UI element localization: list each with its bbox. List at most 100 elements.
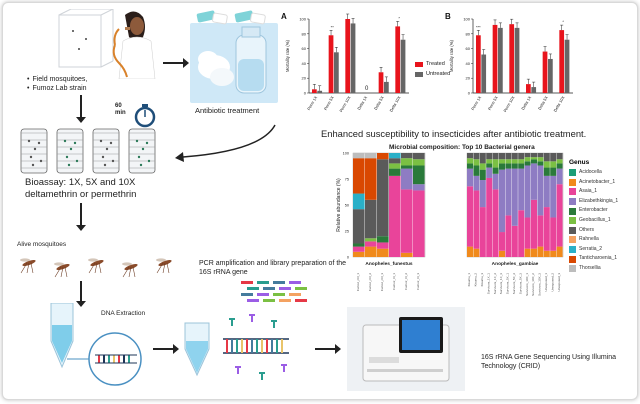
mosquito-dot [105, 147, 109, 151]
bioassay-tube [20, 128, 48, 174]
stack-segment [401, 165, 413, 169]
stack-segment [467, 168, 473, 187]
bar [492, 24, 498, 94]
stack-segment [473, 165, 480, 176]
stack-segment [543, 175, 550, 208]
stack-segment [377, 236, 389, 243]
stack-segment [377, 159, 389, 237]
stack-segment [550, 217, 557, 251]
library-fragment [247, 299, 259, 302]
legend-label: Asaia_1 [579, 188, 598, 195]
mosquito-leg [162, 262, 166, 274]
arrow-down-icon [76, 95, 86, 123]
mosquito-dot [33, 147, 37, 151]
mosquito-leg [156, 262, 164, 274]
collector-woman-icon [58, 8, 156, 80]
stack-segment [492, 167, 499, 174]
legend-swatch [569, 217, 576, 225]
genus-legend-item: Enterobacter [569, 206, 618, 216]
mosquito-dot [103, 163, 107, 167]
mosquito-wing [156, 258, 166, 262]
stack-segment [505, 153, 512, 160]
mosquito-leg [26, 262, 30, 274]
group-label: Anopheles_funestus [365, 261, 413, 267]
stack-segment [531, 153, 537, 158]
mosquito-dot [39, 159, 43, 163]
mosquito-dot [65, 155, 69, 159]
stack-segment [353, 193, 365, 210]
stack-segment [537, 153, 544, 158]
vial-icon [198, 26, 267, 94]
sample-label: Kisumu_2 [474, 273, 478, 287]
y-tick-label: 20 [302, 76, 307, 81]
stack-segment [353, 153, 365, 159]
bar [514, 27, 520, 94]
mosquito-dot [141, 147, 145, 151]
mosquito-dot [31, 163, 35, 167]
primer-icon [249, 314, 255, 322]
stack-segment [531, 199, 537, 249]
stack-segment [353, 246, 365, 252]
genus-legend-title: Genus [569, 159, 590, 166]
y-tick-label: 80 [302, 31, 307, 36]
y-axis-label: Mortality rate (%) [449, 39, 454, 71]
library-fragment [295, 287, 307, 290]
arrow-right-icon [163, 58, 189, 68]
library-fragment [241, 293, 253, 296]
y-tick-label: 50 [345, 204, 349, 208]
bioassay-tube [56, 128, 84, 174]
stack-segment [556, 153, 563, 160]
legend-label: Acinetobacter_1 [579, 178, 616, 185]
stack-segment [492, 173, 499, 190]
microbial-composition-chart: Relative abundance (%)0255075100Fumoz_ct… [336, 152, 564, 296]
bar [400, 39, 406, 93]
legend-label: Elizabethkingia_1 [579, 197, 619, 204]
mosquito-dot [73, 141, 77, 145]
stack-segment [486, 159, 493, 164]
sample-label: Fumoz_ctrl_3 [380, 273, 384, 292]
mosquito-dot [135, 139, 139, 143]
stack-segment [353, 243, 365, 247]
group-label: Anopheles_gambiae [492, 261, 539, 267]
x-tick-label: Perm 5X [487, 95, 499, 111]
mosquito-dot [75, 159, 79, 163]
x-tick-label: Delta 5X [373, 95, 385, 111]
primer-icon [235, 366, 241, 374]
stack-segment [537, 157, 544, 162]
stack-segment [543, 207, 550, 251]
stack-segment [537, 215, 544, 247]
mosquito-dot [139, 163, 143, 167]
genus-legend-item: Asaia_1 [569, 187, 618, 197]
stack-segment [389, 158, 401, 164]
library-fragment [257, 281, 269, 284]
stack-segment [467, 153, 473, 159]
stack-segment [377, 153, 389, 160]
sample-label: Fumoz_trt_3 [416, 273, 420, 290]
y-tick-label: 60 [466, 46, 471, 51]
stack-segment [511, 163, 518, 169]
sample-label: Unexposed_3 [557, 273, 561, 292]
y-axis-label: Relative abundance (%) [336, 178, 342, 232]
zero-label: 0 [365, 86, 369, 92]
stack-segment [524, 165, 531, 218]
mosquito-dot [69, 147, 73, 151]
y-tick-label: 100 [343, 152, 349, 156]
y-tick-label: 0 [304, 91, 307, 96]
mosquito-wing [54, 262, 64, 266]
mosquito-icon [20, 258, 172, 278]
mosquito-leg [98, 262, 102, 274]
figure-frame: { "labels": { "sources": ["Field mosquit… [2, 2, 638, 400]
genus-legend-item: Acidocella [569, 168, 618, 178]
mosquito-wing [122, 262, 132, 266]
genus-legend-item: Others [569, 226, 618, 236]
stack-segment [505, 168, 512, 216]
stack-segment [365, 238, 377, 242]
stack-segment [413, 153, 425, 160]
mosquito-leg [20, 262, 28, 274]
bar [498, 27, 503, 94]
source-item: Field mosquitoes, [27, 75, 87, 84]
mosquito-dot [101, 155, 105, 159]
stack-segment [543, 167, 550, 176]
stack-segment [511, 168, 518, 226]
stack-segment [365, 199, 377, 239]
